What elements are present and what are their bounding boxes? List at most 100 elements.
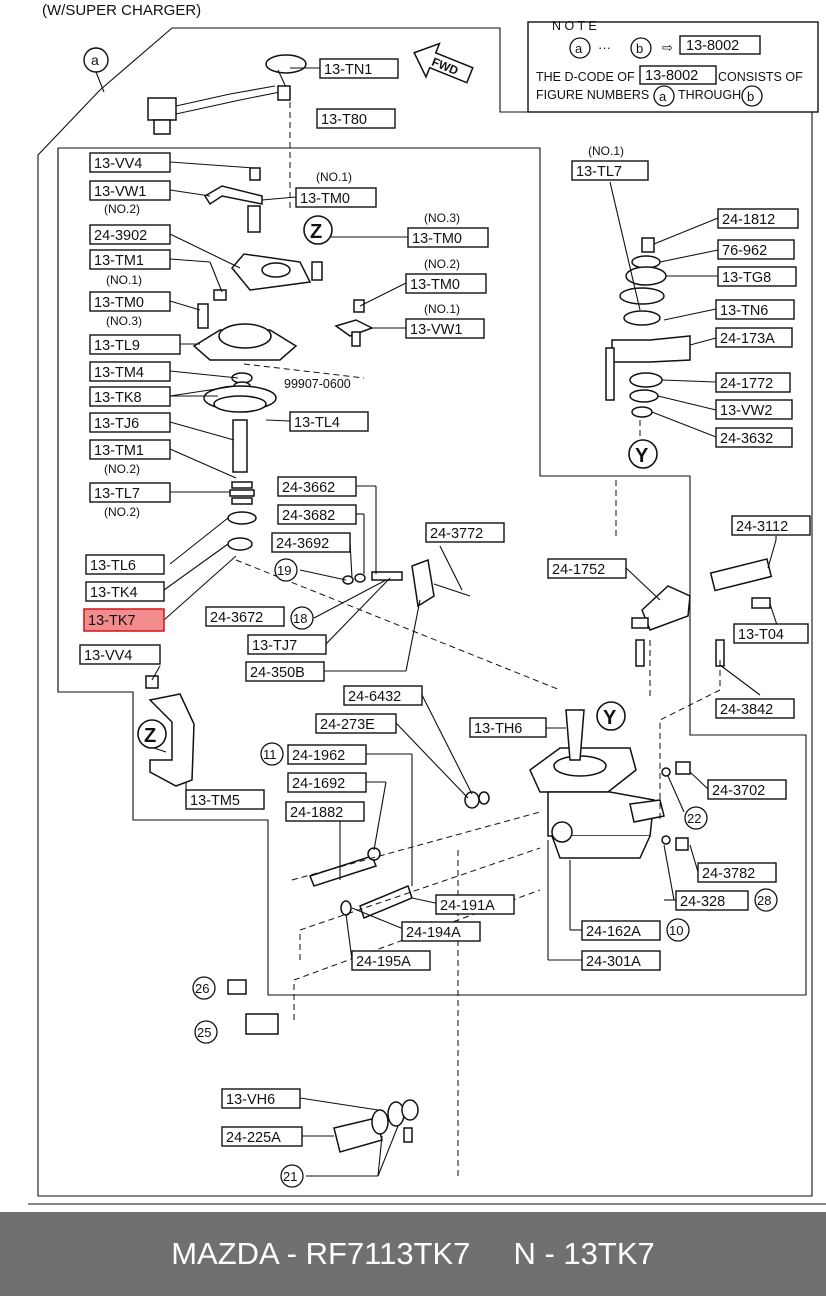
- part-label[interactable]: 13-TN6: [715, 299, 795, 320]
- part-label[interactable]: 13-TH6: [469, 717, 547, 738]
- part-label[interactable]: 24-328: [675, 890, 749, 911]
- part-label[interactable]: 13-VV4: [89, 152, 171, 173]
- part-label[interactable]: 13-TK4: [85, 581, 165, 602]
- svg-text:13-TL9: 13-TL9: [94, 338, 140, 354]
- inner-frame-left: [57, 147, 807, 996]
- part-label-highlighted[interactable]: 13-TK7: [83, 608, 165, 632]
- note-box: N O T E a ··· b ⇨ 13-8002 THE D-CODE OF …: [527, 19, 819, 113]
- part-label[interactable]: 24-1772: [715, 372, 791, 393]
- part-label[interactable]: 13-TJ6: [89, 412, 171, 433]
- svg-text:13-TM1: 13-TM1: [94, 253, 144, 269]
- part-label[interactable]: 13-TM1: [89, 439, 171, 460]
- svg-text:13-TM0: 13-TM0: [412, 231, 462, 247]
- circle-letter-y2: Y: [603, 707, 617, 729]
- part-label[interactable]: 24-3772: [425, 522, 505, 543]
- circled-number: 26: [195, 981, 209, 996]
- part-label[interactable]: 24-3112: [731, 515, 811, 536]
- part-labels: 13-TN1 13-T80 13-VV4 13-VW1 13-TM0 24-39…: [79, 58, 811, 1147]
- part-label[interactable]: 13-TL7: [571, 160, 649, 181]
- svg-text:13-TK8: 13-TK8: [94, 390, 142, 406]
- svg-text:13-VV4: 13-VV4: [84, 648, 132, 664]
- part-label[interactable]: 24-3672: [205, 606, 285, 627]
- part-label[interactable]: 13-TM0: [295, 187, 377, 208]
- part-label[interactable]: 13-TJ7: [247, 634, 327, 655]
- part-label[interactable]: 24-3692: [271, 532, 351, 553]
- screw-set: [227, 791, 490, 1153]
- part-label[interactable]: 13-VH6: [221, 1088, 301, 1109]
- svg-text:13-TL6: 13-TL6: [90, 558, 136, 574]
- part-label[interactable]: 13-VW1: [405, 318, 485, 339]
- svg-text:13-VW2: 13-VW2: [720, 403, 772, 419]
- part-label[interactable]: 24-3662: [277, 476, 357, 497]
- svg-text:13-VH6: 13-VH6: [226, 1092, 275, 1108]
- svg-text:24-3662: 24-3662: [282, 480, 335, 496]
- sub-note: (NO.1): [424, 302, 460, 316]
- svg-text:13-TN1: 13-TN1: [324, 62, 372, 78]
- part-label[interactable]: 24-191A: [435, 894, 515, 915]
- part-label[interactable]: 13-TL7: [89, 482, 171, 503]
- part-label[interactable]: 13-VW1: [89, 180, 171, 201]
- part-label[interactable]: 13-TK8: [89, 386, 171, 407]
- svg-text:13-TG8: 13-TG8: [722, 270, 771, 286]
- part-label[interactable]: 13-T80: [316, 108, 396, 129]
- sub-note: (NO.2): [104, 505, 140, 519]
- svg-text:24-301A: 24-301A: [586, 954, 641, 970]
- note-line3-mid: THROUGH: [678, 88, 741, 102]
- part-label[interactable]: 24-1812: [717, 208, 799, 229]
- svg-text:24-191A: 24-191A: [440, 898, 495, 914]
- note-circle-b: b: [636, 41, 643, 56]
- part-label[interactable]: 24-3632: [715, 427, 793, 448]
- part-label[interactable]: 24-173A: [715, 327, 793, 348]
- part-label[interactable]: 24-301A: [581, 950, 661, 971]
- svg-text:13-TK4: 13-TK4: [90, 585, 138, 601]
- circle-letter-z1: Z: [310, 221, 322, 243]
- circled-number: 19: [277, 563, 291, 578]
- sub-note: (NO.2): [104, 462, 140, 476]
- svg-text:···: ···: [598, 40, 611, 55]
- part-label[interactable]: 24-225A: [221, 1126, 303, 1147]
- part-label[interactable]: 13-TM0: [407, 227, 489, 248]
- cable-bracket: [631, 585, 691, 667]
- circled-numbers: 19 18 11 22 28 10 26 25 21: [192, 558, 778, 1188]
- part-label[interactable]: 13-T04: [733, 623, 809, 644]
- svg-text:24-173A: 24-173A: [720, 331, 775, 347]
- part-label[interactable]: 13-VW2: [715, 399, 793, 420]
- part-label[interactable]: 24-194A: [401, 921, 481, 942]
- part-label[interactable]: 24-3782: [697, 862, 777, 883]
- part-label[interactable]: 24-350B: [245, 661, 325, 682]
- part-label[interactable]: 13-TM4: [89, 361, 171, 382]
- part-label[interactable]: 13-TL6: [85, 554, 165, 575]
- part-label[interactable]: 24-3902: [89, 224, 171, 245]
- part-label[interactable]: 24-273E: [315, 713, 397, 734]
- note-circle-a2: a: [659, 89, 667, 104]
- leader-lines: [151, 67, 779, 1177]
- svg-text:13-VW1: 13-VW1: [94, 184, 146, 200]
- part-label[interactable]: 13-TN1: [319, 58, 399, 79]
- circle-letter-y1: Y: [635, 445, 649, 467]
- svg-text:13-TM4: 13-TM4: [94, 365, 144, 381]
- part-label[interactable]: 13-TM0: [89, 291, 171, 312]
- part-label[interactable]: 24-195A: [351, 950, 431, 971]
- part-label[interactable]: 24-3842: [715, 698, 795, 719]
- part-label[interactable]: 76-962: [717, 239, 795, 260]
- note-ref-2: 13-8002: [645, 68, 698, 84]
- part-label[interactable]: 24-1692: [287, 772, 367, 793]
- part-label[interactable]: 13-TM0: [405, 273, 487, 294]
- connector-harness: [147, 54, 307, 135]
- part-label[interactable]: 13-TG8: [717, 266, 797, 287]
- part-label[interactable]: 24-162A: [581, 920, 661, 941]
- part-label[interactable]: 13-TL4: [289, 411, 369, 432]
- part-label[interactable]: 13-TM5: [185, 789, 265, 810]
- part-label[interactable]: 13-TM1: [89, 249, 171, 270]
- diagram-header: (W/SUPER CHARGER): [42, 2, 201, 19]
- svg-text:13-TJ7: 13-TJ7: [252, 638, 297, 654]
- part-label[interactable]: 13-VV4: [79, 644, 161, 665]
- svg-text:13-TM1: 13-TM1: [94, 443, 144, 459]
- part-label[interactable]: 24-6432: [343, 685, 423, 706]
- part-label[interactable]: 24-3682: [277, 504, 357, 525]
- part-label[interactable]: 13-TL9: [89, 334, 181, 355]
- part-label[interactable]: 24-1962: [287, 744, 367, 765]
- part-label[interactable]: 24-3702: [707, 779, 787, 800]
- part-label[interactable]: 24-1752: [547, 558, 627, 579]
- part-label[interactable]: 24-1882: [285, 801, 365, 822]
